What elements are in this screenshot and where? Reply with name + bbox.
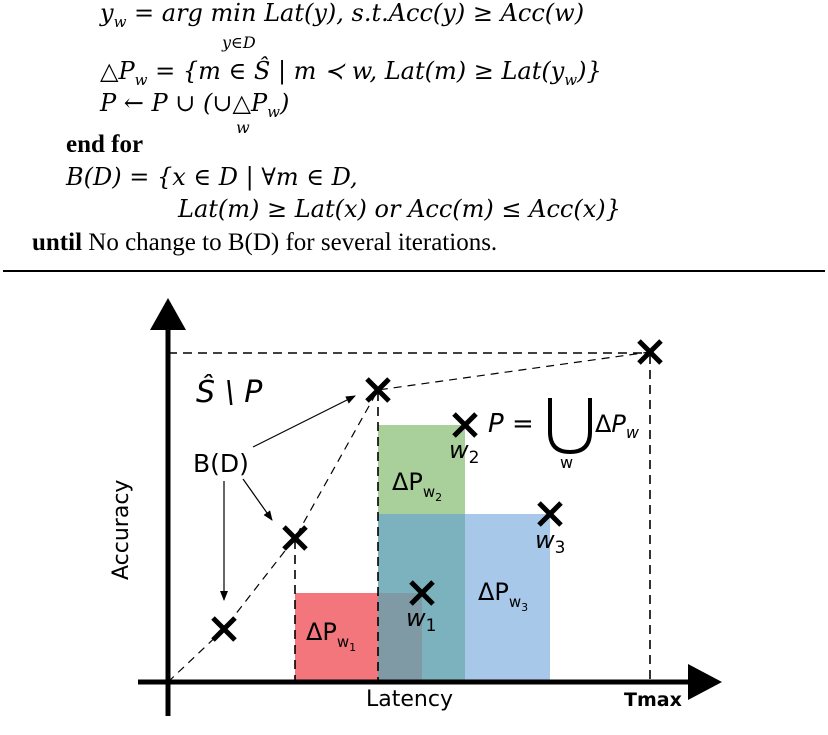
- pareto-diagram: Ŝ \ P B(D) Accuracy Latency Tmax P = ΔPw…: [109, 298, 722, 716]
- algo-line-bd-2: Lat(m) ≥ Lat(x) or Acc(m) ≤ Acc(x)}: [178, 195, 621, 223]
- algo-line-delta-pw: △Pw = {m ∈ Ŝ | m ≺ w, Lat(m) ≥ Lat(yw)}: [100, 56, 602, 89]
- pareto-front-line: [167, 351, 651, 683]
- yw-subscript: w: [113, 13, 127, 31]
- algo-line-yw: yw = arg min Lat(y), s.t.Acc(y) ≥ Acc(w): [100, 0, 584, 31]
- x-markers: [211, 339, 663, 642]
- bd-arrows: [220, 395, 356, 601]
- delta-p-w1-label: ΔPw1: [306, 618, 356, 654]
- bd-arrow-to-point-2: [242, 478, 273, 521]
- delta-p-w2-label: ΔPw2: [392, 468, 442, 504]
- bd-label: B(D): [193, 449, 249, 478]
- regions: [295, 425, 550, 682]
- algorithm-block: yw = arg min Lat(y), s.t.Acc(y) ≥ Acc(w)…: [0, 0, 828, 272]
- set-label: Ŝ \ P: [196, 373, 263, 410]
- y-axis-arrowhead: [150, 298, 186, 330]
- w3-marker: [537, 501, 563, 527]
- delta-pw-suffix: )}: [577, 57, 602, 85]
- gray-overlap-region: [378, 593, 422, 682]
- bd-point-1-marker: [211, 616, 237, 642]
- algo-line-p-update: P ← P ∪ (∪△Pw): [100, 88, 289, 121]
- union-under: w: [236, 118, 250, 137]
- tmax-label: Tmax: [624, 689, 682, 711]
- w1-label: w1: [406, 604, 436, 636]
- p-delta-symbol: ΔPw: [595, 410, 640, 442]
- x-axis-label: Latency: [366, 687, 453, 712]
- algo-line-until: until No change to B(D) for several iter…: [32, 228, 497, 258]
- yw-rest: = arg min Lat(y), s.t.Acc(y) ≥ Acc(w): [126, 0, 585, 27]
- p-symbol: P =: [488, 409, 534, 439]
- p-update-suffix: ): [279, 89, 290, 117]
- yw-symbol: y: [100, 0, 114, 27]
- dashed-guides: [167, 351, 651, 683]
- delta-pw-rest: = {m ∈ Ŝ | m ≺ w, Lat(m) ≥ Lat(y: [147, 57, 565, 85]
- w2-label: w2: [449, 436, 479, 468]
- w3-label: w3: [535, 526, 565, 558]
- axes: [138, 298, 722, 716]
- until-text: No change to B(D) for several iterations…: [82, 229, 498, 256]
- delta-p-w3-region: [465, 514, 550, 682]
- p-update-rest: P ← P ∪ (∪△P: [100, 89, 268, 117]
- bd-point-3-marker: [365, 377, 391, 403]
- delta-pw-subscript: w: [134, 71, 148, 89]
- delta-pw-symbol: △P: [100, 57, 135, 85]
- p-update-subscript: w: [267, 103, 280, 121]
- union-subscript: w: [560, 453, 573, 472]
- big-union-icon: [548, 398, 592, 455]
- w1-marker: [409, 580, 435, 606]
- argmin-under: y∈D: [222, 33, 256, 52]
- algorithm-bottom-rule: [3, 270, 825, 272]
- delta-p-w3-label: ΔPw3: [478, 578, 528, 614]
- algo-line-bd-1: B(D) = {x ∈ D | ∀m ∈ D,: [66, 163, 358, 191]
- until-keyword: until: [32, 229, 83, 256]
- tmax-point-marker: [637, 339, 663, 365]
- x-axis-arrowhead: [688, 664, 722, 700]
- bd-point-2-marker: [282, 525, 308, 551]
- bd-arrow-to-point-3: [252, 395, 356, 448]
- delta-p-w2-region: [378, 425, 465, 514]
- delta-p-w1-region: [295, 593, 378, 682]
- p-union-formula: P = ΔPw w: [488, 398, 640, 472]
- y-axis-label: Accuracy: [109, 480, 134, 580]
- end-for-keyword: end for: [66, 131, 144, 158]
- w2-marker: [452, 412, 478, 438]
- delta-pw-rest-subscript: w: [564, 71, 578, 89]
